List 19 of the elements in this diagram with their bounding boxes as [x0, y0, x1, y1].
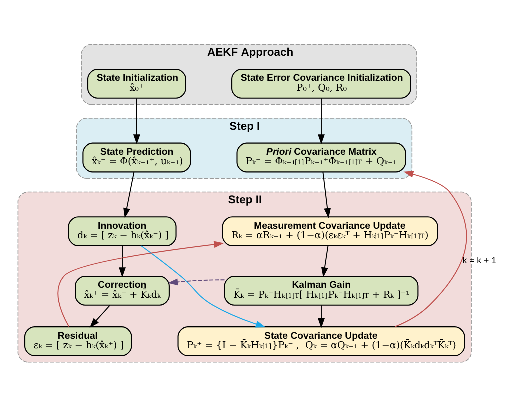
arrow	[168, 278, 226, 286]
node-box: Innovation dₖ = [ zₖ − hₖ(x̂ₖ⁻) ]	[68, 216, 177, 247]
edge-label: k = k + 1	[462, 256, 497, 266]
arrow	[124, 172, 135, 218]
node-box: Correction x̂ₖ⁺ = x̂ₖ⁻ + K̄ₖdₖ	[75, 276, 170, 306]
arrow	[321, 246, 329, 278]
arrow	[141, 246, 266, 328]
arrow	[58, 241, 224, 328]
arrow	[394, 171, 468, 328]
arrow	[119, 246, 126, 278]
arrow	[133, 98, 140, 145]
node-box: Residual εₖ = [ zₖ − hₖ(x̂ₖ⁺) ]	[24, 326, 132, 356]
node-box: State Prediction x̂ₖ⁻ = Φ(x̂ₖ₋₁⁺, uₖ₋₁)	[82, 142, 192, 173]
node-box: State Error Covariance Initialization P₀⁺, Q₀, R₀	[232, 68, 412, 99]
node-box: State Initialization x̂₀⁺	[87, 68, 186, 99]
arrow	[318, 305, 325, 328]
arrow	[322, 172, 332, 218]
arrow	[90, 305, 110, 328]
arrow	[318, 98, 325, 145]
